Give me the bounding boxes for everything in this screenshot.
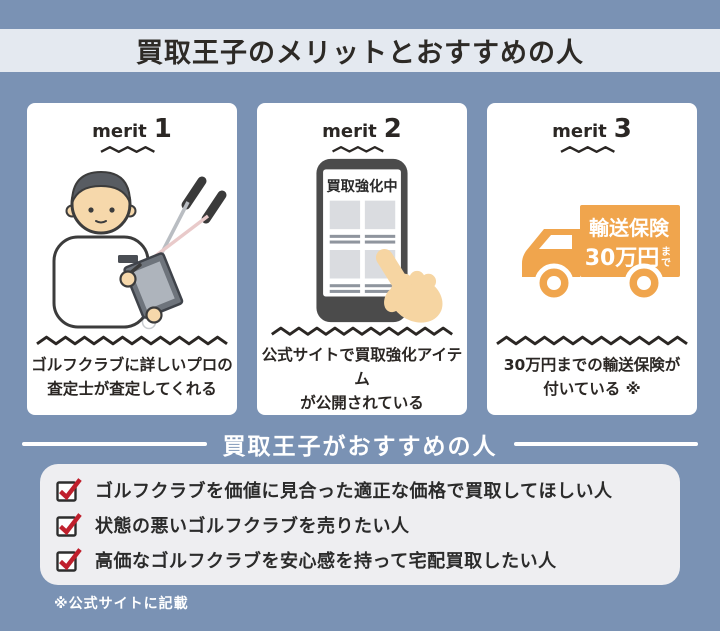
phone-banner-text: 買取強化中 xyxy=(326,177,397,195)
zigzag-underline-icon xyxy=(560,146,615,154)
merit-card-2: merit 2 買取強化中 xyxy=(257,103,467,415)
zigzag-underline-icon xyxy=(100,146,155,154)
pointing-hand-icon xyxy=(375,248,443,323)
merit-1-label: merit 1 xyxy=(92,114,172,144)
appraiser-golf-clubs-illustration xyxy=(52,170,227,330)
merit-number: 2 xyxy=(383,114,402,144)
recommend-item: ゴルフクラブを価値に見合った適正な価格で買取してほしい人 xyxy=(56,476,680,503)
footnote: ※公式サイトに記載 xyxy=(54,596,189,612)
smartphone-tap-illustration: 買取強化中 xyxy=(316,158,443,323)
truck-badge-suffix: ま xyxy=(661,246,671,258)
merit-number: 1 xyxy=(153,114,172,144)
delivery-truck-icon: 輸送保険 30万円 ま で xyxy=(522,205,680,303)
merit-3-label: merit 3 xyxy=(552,114,632,144)
checkbox-checked-icon xyxy=(56,513,82,537)
recommend-title-row: 買取王子がおすすめの人 xyxy=(0,429,720,460)
header-band: 買取王子のメリットとおすすめの人 xyxy=(0,29,720,72)
checkbox-checked-icon xyxy=(56,478,82,502)
truck-badge-line1: 輸送保険 xyxy=(589,216,670,240)
appraiser-person-icon xyxy=(52,170,184,329)
truck-badge-suffix: で xyxy=(661,257,671,269)
clipboard-icon xyxy=(123,252,184,319)
zigzag-underline-icon xyxy=(332,145,384,153)
merit-number: 3 xyxy=(613,114,632,144)
merit-word: merit xyxy=(552,121,607,142)
merit-1-caption: ゴルフクラブに詳しいプロの 査定士が査定してくれる xyxy=(31,356,233,399)
merit-2-label: merit 2 xyxy=(322,114,402,144)
title-rule-left xyxy=(22,442,207,446)
page-title: 買取王子のメリットとおすすめの人 xyxy=(136,38,584,69)
merit-word: merit xyxy=(322,121,377,142)
merit-2-caption: 公式サイトで買取強化アイテム が公開されている xyxy=(261,345,463,412)
delivery-truck-illustration: 輸送保険 30万円 ま で xyxy=(522,205,680,303)
title-rule-right xyxy=(513,442,698,446)
zigzag-divider-icon xyxy=(271,326,453,336)
recommend-box: ゴルフクラブを価値に見合った適正な価格で買取してほしい人 状態の悪いゴルフクラブ… xyxy=(40,464,680,585)
recommend-item: 高価なゴルフクラブを安心感を持って宅配買取したい人 xyxy=(56,546,680,573)
recommend-title: 買取王子がおすすめの人 xyxy=(222,434,498,460)
checkbox-checked-icon xyxy=(56,548,82,572)
truck-badge-line2: 30万円 xyxy=(585,246,660,271)
zigzag-divider-icon xyxy=(496,335,688,346)
recommend-item: 状態の悪いゴルフクラブを売りたい人 xyxy=(56,511,680,538)
zigzag-divider-icon xyxy=(36,335,228,346)
merit-word: merit xyxy=(92,121,147,142)
merit-card-1: merit 1 xyxy=(27,103,237,415)
merit-3-caption: 30万円までの輸送保険が 付いている ※ xyxy=(503,356,681,399)
merit-card-3: merit 3 輸送保険 30万円 ま で 30万 xyxy=(487,103,697,415)
